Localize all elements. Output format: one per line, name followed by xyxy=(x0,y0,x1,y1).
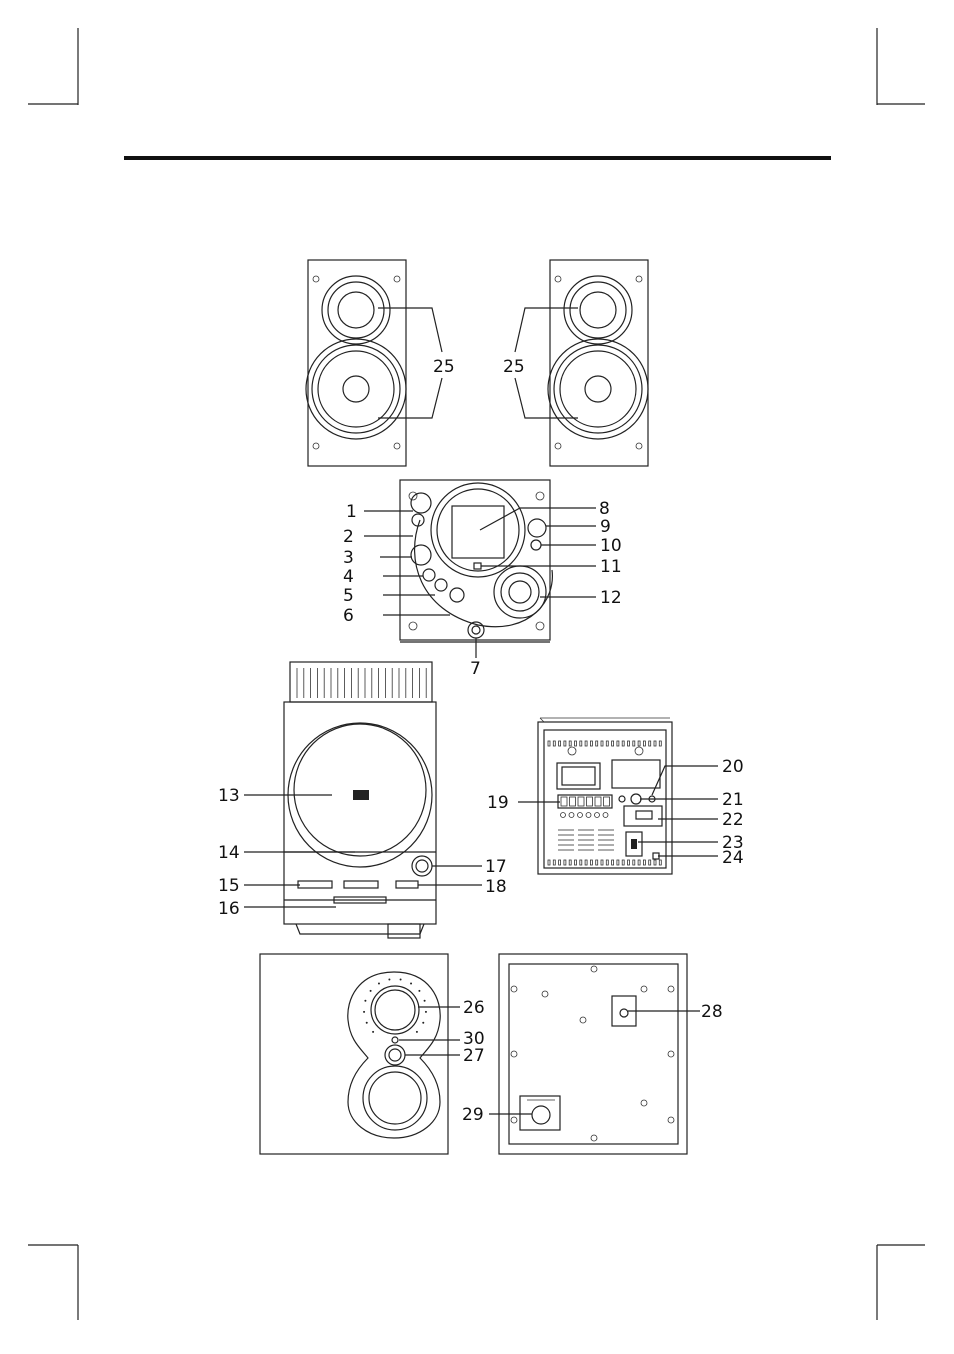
callout-20: 20 xyxy=(722,757,744,777)
left-speaker xyxy=(306,260,406,466)
callout-1: 1 xyxy=(346,502,357,522)
callout-17: 17 xyxy=(485,857,507,877)
callout-15: 15 xyxy=(218,876,240,896)
callout-24: 24 xyxy=(722,848,744,868)
callout-29: 29 xyxy=(462,1105,484,1125)
main-unit-front xyxy=(400,480,552,642)
callout-8: 8 xyxy=(599,499,610,519)
callout-16: 16 xyxy=(218,899,240,919)
callout-13: 13 xyxy=(218,786,240,806)
callout-11: 11 xyxy=(600,557,622,577)
callout-3: 3 xyxy=(343,548,354,568)
callout-21: 21 xyxy=(722,790,744,810)
callout-4: 4 xyxy=(343,567,354,587)
callout-19: 19 xyxy=(487,793,509,813)
leaders-unit-side xyxy=(244,795,482,907)
callout-6: 6 xyxy=(343,606,354,626)
callout-25-left: 25 xyxy=(433,357,455,377)
callout-2: 2 xyxy=(343,527,354,547)
callout-27: 27 xyxy=(463,1046,485,1066)
subwoofer-front xyxy=(260,954,448,1154)
unit-side-view xyxy=(284,662,436,938)
callout-12: 12 xyxy=(600,588,622,608)
header-rule xyxy=(124,156,831,160)
callout-25-right: 25 xyxy=(503,357,525,377)
callout-22: 22 xyxy=(722,810,744,830)
callout-5: 5 xyxy=(343,586,354,606)
callout-9: 9 xyxy=(600,517,611,537)
leaders-unit-rear xyxy=(518,766,718,856)
callout-26: 26 xyxy=(463,998,485,1018)
unit-rear-view xyxy=(538,718,672,874)
leaders-sub-rear xyxy=(489,1011,700,1114)
callout-18: 18 xyxy=(485,877,507,897)
callout-14: 14 xyxy=(218,843,240,863)
leaders-sub-front xyxy=(399,1007,460,1055)
callout-7: 7 xyxy=(470,659,481,679)
callout-labels: 25 25 1 2 3 4 5 6 7 8 9 10 11 12 13 14 1… xyxy=(218,357,744,1125)
callout-28: 28 xyxy=(701,1002,723,1022)
right-speaker xyxy=(548,260,648,466)
subwoofer-rear xyxy=(499,954,687,1154)
leader-25 xyxy=(378,308,578,418)
callout-10: 10 xyxy=(600,536,622,556)
leaders-main-front xyxy=(364,508,596,658)
